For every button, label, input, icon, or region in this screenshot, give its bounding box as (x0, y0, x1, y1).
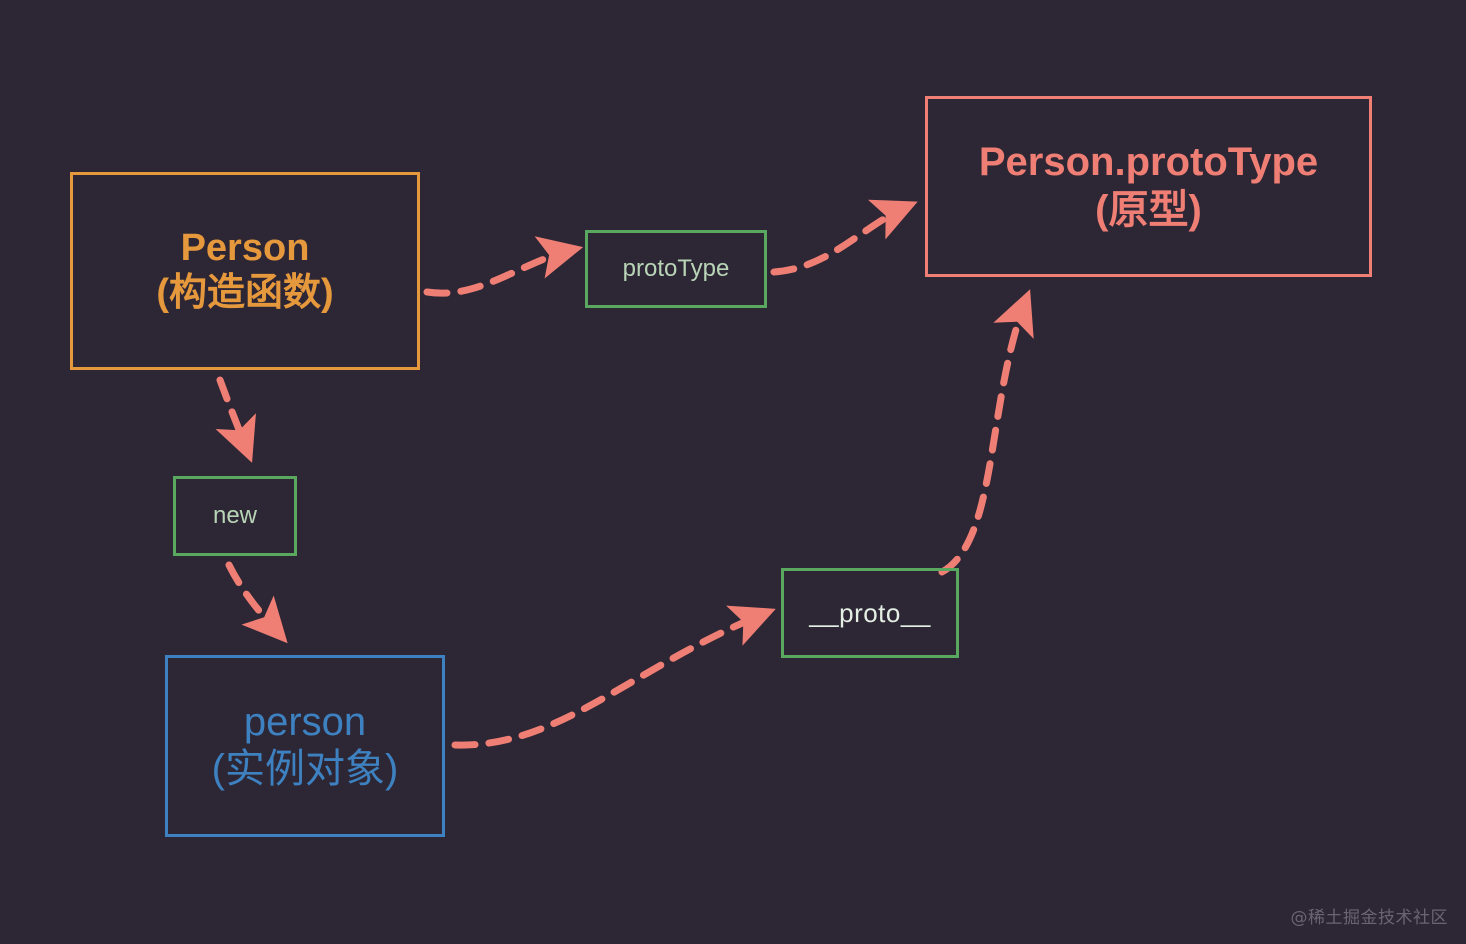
node-proto-chip-label: __proto__ (809, 597, 931, 628)
edge-person-instance-to-proto-chip (451, 605, 776, 749)
node-person-prototype-line2: (原型) (1095, 187, 1202, 232)
node-person-prototype[interactable]: Person.protoType (原型) (925, 96, 1372, 277)
edge-proto-chip-to-person-prototype (938, 289, 1034, 576)
node-new-chip-label: new (212, 501, 258, 529)
node-person-constructor-line2: (构造函数) (156, 272, 334, 314)
node-person-instance-line2: (实例对象) (211, 747, 399, 791)
node-person-prototype-line1: Person.protoType (978, 140, 1319, 185)
node-proto-chip[interactable]: __proto__ (781, 568, 959, 658)
node-new-chip[interactable]: new (173, 476, 297, 556)
edge-prototype-chip-to-person-prototype (770, 199, 918, 276)
edge-person-ctor-to-new-chip (215, 376, 256, 463)
node-person-instance[interactable]: person (实例对象) (165, 655, 445, 837)
node-person-instance-line1: person (243, 699, 367, 744)
node-prototype-chip-label: protoType (622, 254, 730, 282)
node-prototype-chip[interactable]: protoType (585, 230, 767, 308)
watermark: @稀土掘金技术社区 (1290, 908, 1448, 928)
node-person-constructor[interactable]: Person (构造函数) (70, 172, 420, 370)
edge-new-chip-to-person-instance (225, 561, 288, 644)
edge-person-ctor-to-prototype-chip (423, 236, 584, 297)
node-person-constructor-line1: Person (180, 227, 310, 270)
